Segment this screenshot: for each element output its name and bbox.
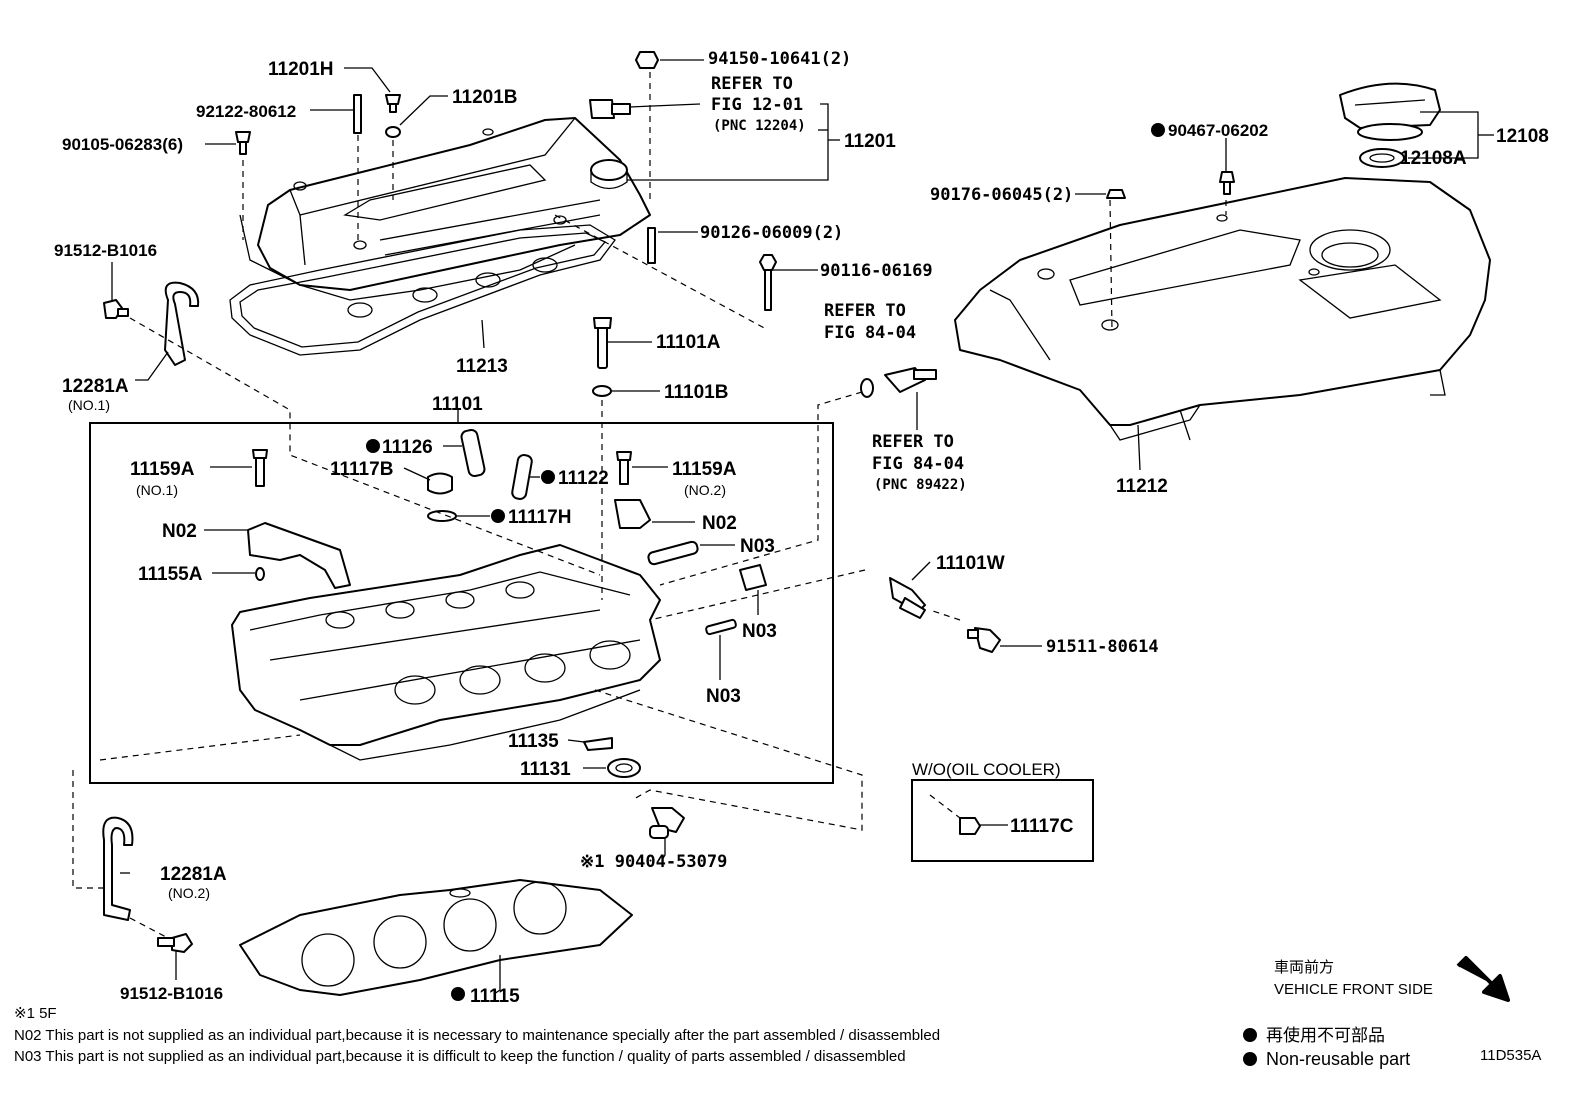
hanger-bolt-no2-drawing (157, 933, 193, 953)
figure-code: 11D535A (1480, 1047, 1541, 1064)
label-11101W: 11101W (936, 553, 1005, 574)
without-oil-cooler-box (911, 779, 1094, 862)
label-90176-06045: 90176-06045(2) (930, 185, 1073, 205)
label-11117C: 11117C (1010, 816, 1074, 837)
refer-to-2-line1: REFER TO (824, 301, 906, 321)
label-11201H: 11201H (268, 59, 334, 80)
label-11159A-no1-sub: (NO.1) (136, 482, 178, 498)
refer-to-1-line3: (PNC 12204) (713, 118, 806, 134)
engine-hanger-no2-drawing (102, 816, 134, 921)
refer-to-1-line1: REFER TO (711, 74, 793, 94)
footnote-N02: N02 This part is not supplied as an indi… (14, 1027, 940, 1044)
leader-lines (111, 59, 1494, 995)
label-90116-06169: 90116-06169 (820, 261, 933, 281)
label-12108A: 12108A (1400, 148, 1467, 169)
label-11117B: 11117B (330, 459, 393, 480)
cylinder-head-cover-drawing (239, 117, 651, 301)
label-90467-06202: 90467-06202 (1168, 121, 1268, 140)
label-11101: 11101 (432, 394, 483, 415)
label-11159A-no2: 11159A (672, 459, 737, 480)
label-12281A-no1-sub: (NO.1) (68, 397, 110, 413)
label-90105-06283: 90105-06283(6) (62, 135, 183, 154)
label-11159A-no1: 11159A (130, 459, 195, 480)
label-11135: 11135 (508, 731, 559, 752)
label-N03-a: N03 (740, 536, 775, 557)
oil-filler-cap-drawing (1339, 82, 1441, 168)
label-N03-c: N03 (706, 686, 741, 707)
label-12108: 12108 (1496, 126, 1549, 147)
cylinder-head-drawing (231, 544, 661, 761)
label-11101B: 11101B (664, 382, 728, 403)
label-11101A: 11101A (656, 332, 721, 353)
dashed-lines (72, 72, 1227, 939)
vehicle-front-label-en: VEHICLE FRONT SIDE (1274, 981, 1433, 998)
label-11212: 11212 (1116, 476, 1168, 497)
label-12281A-no1: 12281A (62, 376, 129, 397)
vehicle-front-label-jp: 車両前方 (1274, 958, 1334, 976)
head-gasket-drawing (239, 879, 633, 996)
cover-gasket-drawing (229, 224, 616, 356)
fastener-drawings (103, 51, 777, 319)
non-reusable-label-en: Non-reusable part (1266, 1049, 1410, 1069)
label-11117H: 11117H (508, 507, 571, 528)
label-94150-10641: 94150-10641(2) (708, 49, 851, 69)
sensor-drawings (649, 367, 1001, 839)
label-N03-b: N03 (742, 621, 777, 642)
engine-hanger-no1-drawing (164, 281, 200, 366)
label-12281A-no2: 12281A (160, 864, 227, 885)
head-small-parts-drawing (247, 317, 767, 778)
non-reusable-label-jp: 再使用不可部品 (1266, 1025, 1385, 1046)
label-11213: 11213 (456, 356, 508, 377)
non-reusable-legend-dot-jp (1243, 1028, 1257, 1042)
label-90404-53079: ※1 90404-53079 (580, 852, 727, 872)
footnote-N03: N03 This part is not supplied as an indi… (14, 1048, 906, 1065)
label-92122-80612: 92122-80612 (196, 102, 296, 121)
refer-to-3-line2: FIG 84-04 (872, 454, 964, 474)
cylinder-head-subassembly-box (89, 422, 834, 784)
label-91512-B1016-bottom: 91512-B1016 (120, 984, 223, 1003)
engine-cover-drawing (954, 177, 1491, 441)
refer-to-3-line3: (PNC 89422) (874, 477, 967, 493)
label-91512-B1016-top: 91512-B1016 (54, 241, 157, 260)
label-N02-right: N02 (702, 513, 737, 534)
label-12281A-no2-sub: (NO.2) (168, 885, 210, 901)
label-11131: 11131 (520, 759, 571, 780)
label-11201B: 11201B (452, 87, 518, 108)
label-11201: 11201 (844, 131, 896, 152)
refer-to-2-line2: FIG 84-04 (824, 323, 916, 343)
label-without-oil-cooler: W/O(OIL COOLER) (912, 760, 1061, 779)
non-reusable-markers (366, 123, 1165, 1001)
label-91511-80614: 91511-80614 (1046, 637, 1159, 657)
label-90126-06009: 90126-06009(2) (700, 223, 843, 243)
non-reusable-legend-dot-en (1243, 1052, 1257, 1066)
label-11155A: 11155A (138, 564, 203, 585)
footnote-star1: ※1 5F (14, 1005, 57, 1022)
vehicle-front-arrow-icon (1456, 956, 1510, 1002)
label-11126: 11126 (382, 437, 433, 458)
label-N02-left: N02 (162, 521, 197, 542)
refer-to-3-line1: REFER TO (872, 432, 954, 452)
label-11159A-no2-sub: (NO.2) (684, 482, 726, 498)
label-11115: 11115 (470, 986, 520, 1007)
engine-cover-fasteners (1106, 171, 1235, 199)
refer-to-1-line2: FIG 12-01 (711, 95, 803, 115)
label-11122: 11122 (558, 468, 609, 489)
